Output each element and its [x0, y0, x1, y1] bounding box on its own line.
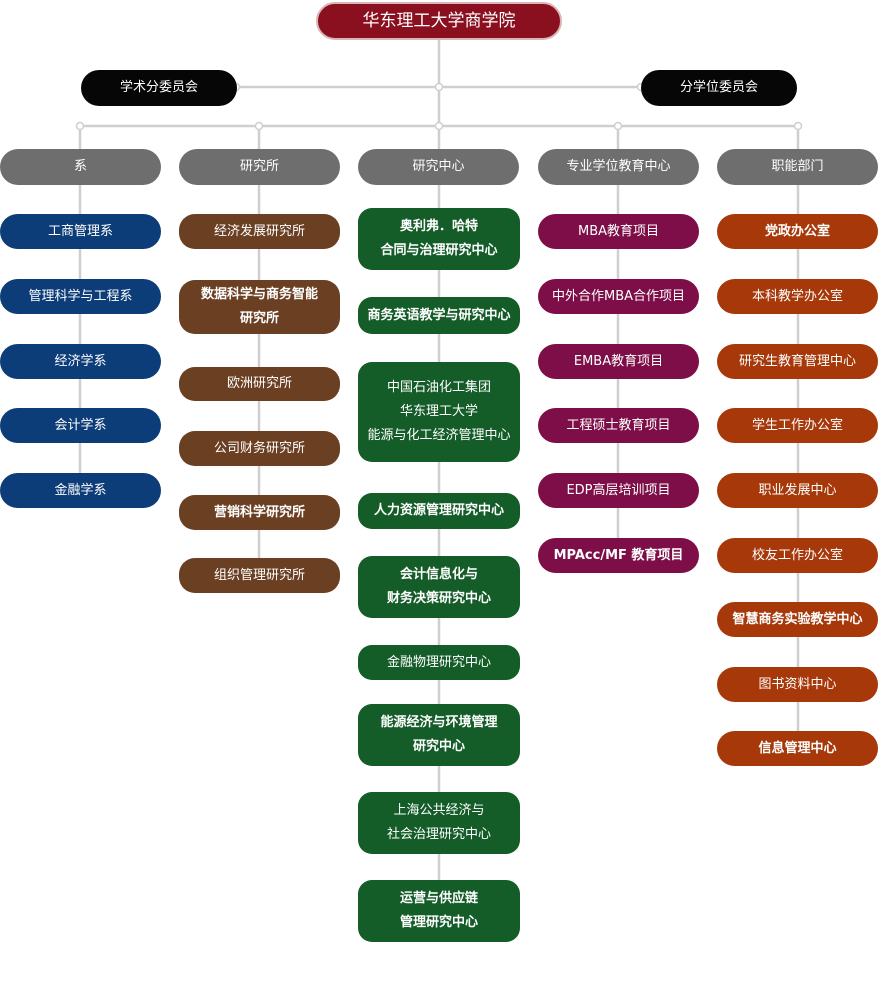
functional-office-label: 信息管理中心	[758, 740, 837, 756]
functional-office-item: 学生工作办公室	[717, 408, 878, 443]
institute-item: 公司财务研究所	[179, 431, 340, 466]
department-item: 会计学系	[0, 408, 161, 443]
degree-program-item: MBA教育项目	[538, 214, 699, 249]
research-center-label: 奥利弗．哈特 合同与治理研究中心	[380, 219, 498, 258]
research-center-item: 人力资源管理研究中心	[358, 493, 520, 529]
functional-office-label: 职业发展中心	[758, 482, 837, 498]
functional-office-item: 信息管理中心	[717, 731, 878, 766]
department-item: 经济学系	[0, 344, 161, 379]
category-research-centers: 研究中心	[358, 149, 519, 185]
research-center-label: 上海公共经济与 社会治理研究中心	[386, 803, 491, 842]
institute-item: 组织管理研究所	[179, 558, 340, 593]
research-center-label: 中国石油化工集团 华东理工大学 能源与化工经济管理中心	[367, 380, 511, 443]
root-node: 华东理工大学商学院	[316, 2, 562, 40]
institute-label: 公司财务研究所	[213, 440, 305, 456]
category-institutes: 研究所	[179, 149, 340, 185]
department-item: 管理科学与工程系	[0, 279, 161, 314]
institute-label: 经济发展研究所	[213, 223, 305, 239]
research-center-item: 商务英语教学与研究中心	[358, 297, 520, 334]
institute-label: 营销科学研究所	[213, 504, 305, 520]
committee-academic: 学术分委员会	[81, 70, 237, 106]
degree-program-label: MPAcc/MF 教育项目	[553, 547, 684, 563]
institute-item: 数据科学与商务智能 研究所	[179, 280, 340, 334]
research-center-label: 商务英语教学与研究中心	[367, 307, 511, 323]
degree-program-item: 中外合作MBA合作项目	[538, 279, 699, 314]
degree-program-label: MBA教育项目	[577, 223, 660, 239]
category-functional: 职能部门	[717, 149, 878, 185]
functional-office-item: 职业发展中心	[717, 473, 878, 508]
functional-office-label: 图书资料中心	[758, 676, 837, 692]
research-center-item: 中国石油化工集团 华东理工大学 能源与化工经济管理中心	[358, 362, 520, 462]
functional-office-label: 智慧商务实验教学中心	[732, 611, 863, 627]
research-center-item: 金融物理研究中心	[358, 645, 520, 680]
department-label: 管理科学与工程系	[28, 288, 133, 304]
committee-academic-label: 学术分委员会	[119, 80, 198, 95]
category-label: 系	[73, 159, 87, 174]
functional-office-label: 学生工作办公室	[751, 417, 843, 433]
root-label: 华东理工大学商学院	[362, 11, 516, 31]
research-center-label: 金融物理研究中心	[386, 654, 491, 670]
functional-office-label: 校友工作办公室	[751, 547, 843, 563]
degree-program-label: EDP高层培训项目	[566, 482, 671, 498]
functional-office-item: 研究生教育管理中心	[717, 344, 878, 379]
research-center-item: 能源经济与环境管理 研究中心	[358, 704, 520, 766]
department-item: 金融学系	[0, 473, 161, 508]
institute-item: 经济发展研究所	[179, 214, 340, 249]
research-center-item: 奥利弗．哈特 合同与治理研究中心	[358, 208, 520, 270]
degree-program-item: 工程硕士教育项目	[538, 408, 699, 443]
category-label: 专业学位教育中心	[566, 159, 671, 174]
degree-program-label: EMBA教育项目	[573, 353, 664, 369]
degree-program-label: 中外合作MBA合作项目	[551, 288, 686, 304]
department-label: 工商管理系	[47, 223, 113, 239]
research-center-label: 运营与供应链 管理研究中心	[399, 891, 478, 930]
category-professional-degree: 专业学位教育中心	[538, 149, 699, 185]
research-center-label: 人力资源管理研究中心	[373, 503, 504, 518]
department-label: 经济学系	[54, 353, 107, 369]
functional-office-item: 智慧商务实验教学中心	[717, 602, 878, 637]
functional-office-item: 校友工作办公室	[717, 538, 878, 573]
committee-degree: 分学位委员会	[641, 70, 797, 106]
functional-office-label: 本科教学办公室	[751, 288, 843, 304]
category-label: 职能部门	[771, 159, 824, 174]
institute-item: 营销科学研究所	[179, 495, 340, 530]
department-label: 会计学系	[54, 417, 107, 433]
functional-office-item: 党政办公室	[717, 214, 878, 249]
department-item: 工商管理系	[0, 214, 161, 249]
institute-item: 欧洲研究所	[179, 367, 340, 401]
category-label: 研究所	[239, 159, 279, 174]
functional-office-item: 图书资料中心	[717, 667, 878, 702]
institute-label: 数据科学与商务智能 研究所	[200, 287, 318, 326]
functional-office-item: 本科教学办公室	[717, 279, 878, 314]
department-label: 金融学系	[54, 482, 107, 498]
committee-degree-label: 分学位委员会	[679, 80, 758, 95]
functional-office-label: 党政办公室	[764, 223, 830, 239]
research-center-item: 会计信息化与 财务决策研究中心	[358, 556, 520, 618]
category-departments: 系	[0, 149, 161, 185]
degree-program-label: 工程硕士教育项目	[566, 417, 671, 433]
degree-program-item: EDP高层培训项目	[538, 473, 699, 508]
research-center-item: 运营与供应链 管理研究中心	[358, 880, 520, 942]
functional-office-label: 研究生教育管理中心	[738, 353, 856, 369]
degree-program-item: EMBA教育项目	[538, 344, 699, 379]
degree-program-item: MPAcc/MF 教育项目	[538, 538, 699, 573]
research-center-label: 能源经济与环境管理 研究中心	[380, 715, 498, 754]
research-center-item: 上海公共经济与 社会治理研究中心	[358, 792, 520, 854]
institute-label: 组织管理研究所	[213, 567, 305, 583]
research-center-label: 会计信息化与 财务决策研究中心	[386, 567, 491, 606]
institute-label: 欧洲研究所	[226, 376, 292, 391]
category-label: 研究中心	[412, 159, 465, 174]
